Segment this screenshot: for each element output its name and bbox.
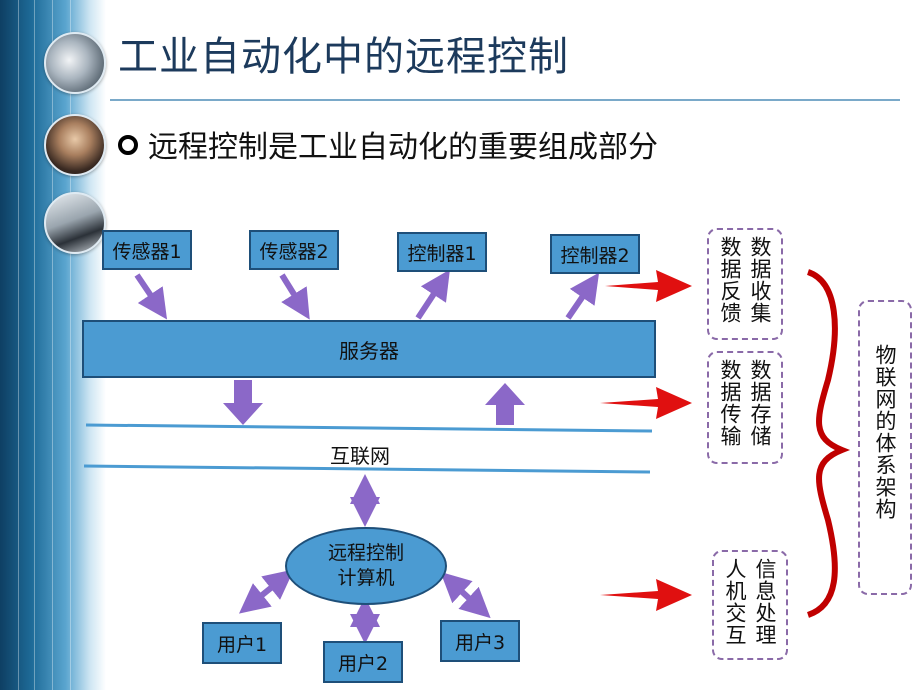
red-arrow-1 [605,270,692,302]
arrow-up-to-server [485,383,525,425]
server-box: 服务器 [82,320,656,378]
arrow-sensor2-server [279,273,310,320]
human-machine-text: 人机交互 [723,558,747,646]
walking-people-photo [44,192,106,254]
remote-label-line1: 远程控制 [327,542,404,564]
controller1-box: 控制器1 [397,232,487,272]
internet-line-top [85,423,653,433]
arrow-server-controller1 [415,269,450,320]
arrow-server-controller2 [565,272,600,320]
data-storage-transmit-box: 数据存储 数据传输 [707,351,783,464]
user2-box: 用户2 [323,641,403,683]
machine-photo [44,32,106,94]
arrow-server-down [223,380,263,425]
data-collect-feedback-box: 数据收集 数据反馈 [707,228,783,340]
data-storage-text: 数据存储 [748,359,772,447]
data-collect-text: 数据收集 [748,236,772,324]
user1-box: 用户1 [202,622,282,664]
info-process-text: 信息处理 [753,558,777,646]
data-feedback-text: 数据反馈 [718,236,742,324]
slide-title: 工业自动化中的远程控制 [118,34,569,80]
controller2-box: 控制器2 [550,234,640,274]
red-arrow-3 [600,579,692,611]
internet-label: 互联网 [330,444,390,468]
bullet-text: 远程控制是工业自动化的重要组成部分 [148,130,658,165]
remote-label-line2: 计算机 [337,567,395,589]
iot-architecture-box: 物联网的体系架构 [858,300,912,595]
user3-box: 用户3 [440,620,520,662]
iot-architecture-text: 物联网的体系架构 [873,344,897,520]
arrow-remote-user3 [440,571,491,619]
sensor2-box: 传感器2 [249,230,339,270]
internet-line-bottom [83,464,651,474]
bullet-icon [118,135,138,155]
red-arrow-2 [600,387,692,419]
info-process-hci-box: 信息处理 人机交互 [712,550,788,660]
data-transmit-text: 数据传输 [718,359,742,447]
business-people-photo [44,114,106,176]
sensor1-box: 传感器1 [102,230,192,270]
arrow-remote-user1 [238,569,295,614]
arrow-sensor1-server [134,273,168,320]
curly-bracket [806,269,851,618]
title-divider [110,99,900,101]
remote-computer-ellipse: 远程控制 计算机 [285,527,447,605]
